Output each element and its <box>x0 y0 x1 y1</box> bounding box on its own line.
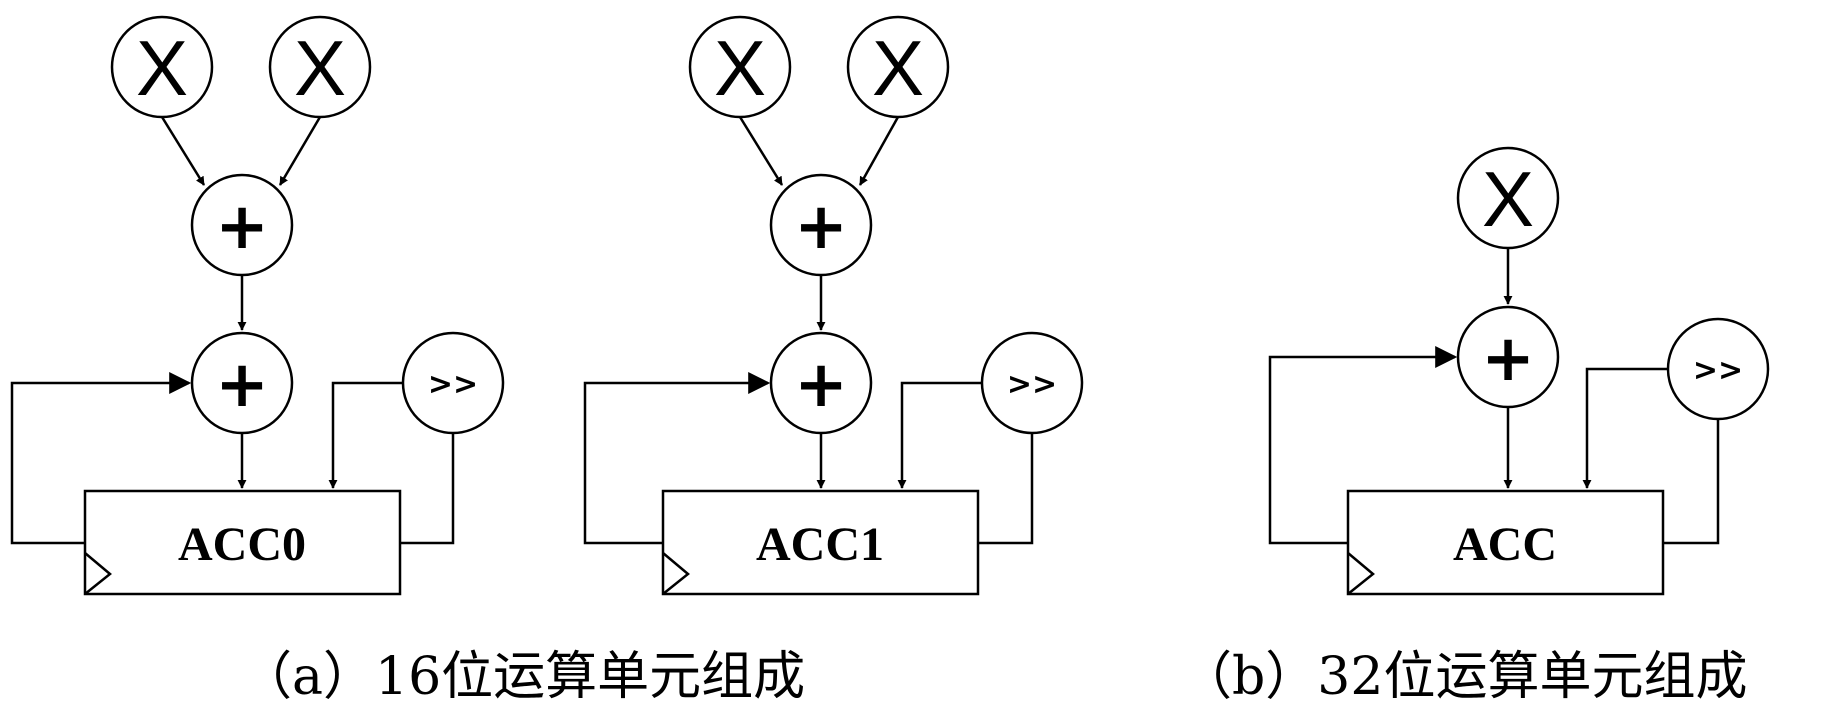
multiply-symbol: X <box>136 24 188 112</box>
clock-triangle <box>1347 552 1375 595</box>
wire-register-to-shift <box>978 433 1034 545</box>
add-symbol: + <box>215 190 269 264</box>
add-symbol: + <box>215 348 269 422</box>
wire-register-to-shift <box>400 433 455 545</box>
wire-mul1-to-add <box>738 116 784 186</box>
wire-feedback-loop <box>10 372 192 545</box>
multiply-symbol: X <box>714 24 766 112</box>
wire-shift-to-register <box>1582 367 1668 489</box>
unit-acc: X + >> ACC <box>1268 146 1770 596</box>
accumulator-register <box>661 489 980 596</box>
unit-acc1: X X + + >> ACC1 <box>583 15 1084 596</box>
register-label: ACC <box>1453 518 1557 571</box>
shift-symbol: >> <box>1693 353 1743 388</box>
wire-mul2-to-add <box>858 116 900 186</box>
shift-symbol: >> <box>428 367 478 402</box>
accumulator-register <box>1346 489 1665 596</box>
clock-triangle <box>84 552 112 595</box>
multiply-symbol: X <box>1482 155 1534 243</box>
unit-acc0: X X + + >> ACC0 <box>10 15 505 596</box>
register-label: ACC0 <box>178 518 306 571</box>
add-symbol: + <box>794 348 848 422</box>
multiply-symbol: X <box>872 24 924 112</box>
register-label: ACC1 <box>756 518 884 571</box>
clock-triangle <box>662 552 690 595</box>
wire-shift-to-register <box>897 381 982 489</box>
shift-symbol: >> <box>1007 367 1057 402</box>
caption-panel-b: （b）32位运算单元组成 <box>1180 647 1747 707</box>
caption-panel-a: （a）16位运算单元组成 <box>240 647 805 707</box>
add-symbol: + <box>794 190 848 264</box>
multiply-symbol: X <box>294 24 346 112</box>
add-symbol: + <box>1481 322 1535 396</box>
wire-shift-to-register <box>328 381 403 489</box>
wire-register-to-shift <box>1663 419 1720 545</box>
wire-mul2-to-add <box>278 116 322 186</box>
wire-feedback-loop <box>1268 346 1458 545</box>
wire-feedback-loop <box>583 372 771 545</box>
wire-mul1-to-add <box>160 116 206 186</box>
